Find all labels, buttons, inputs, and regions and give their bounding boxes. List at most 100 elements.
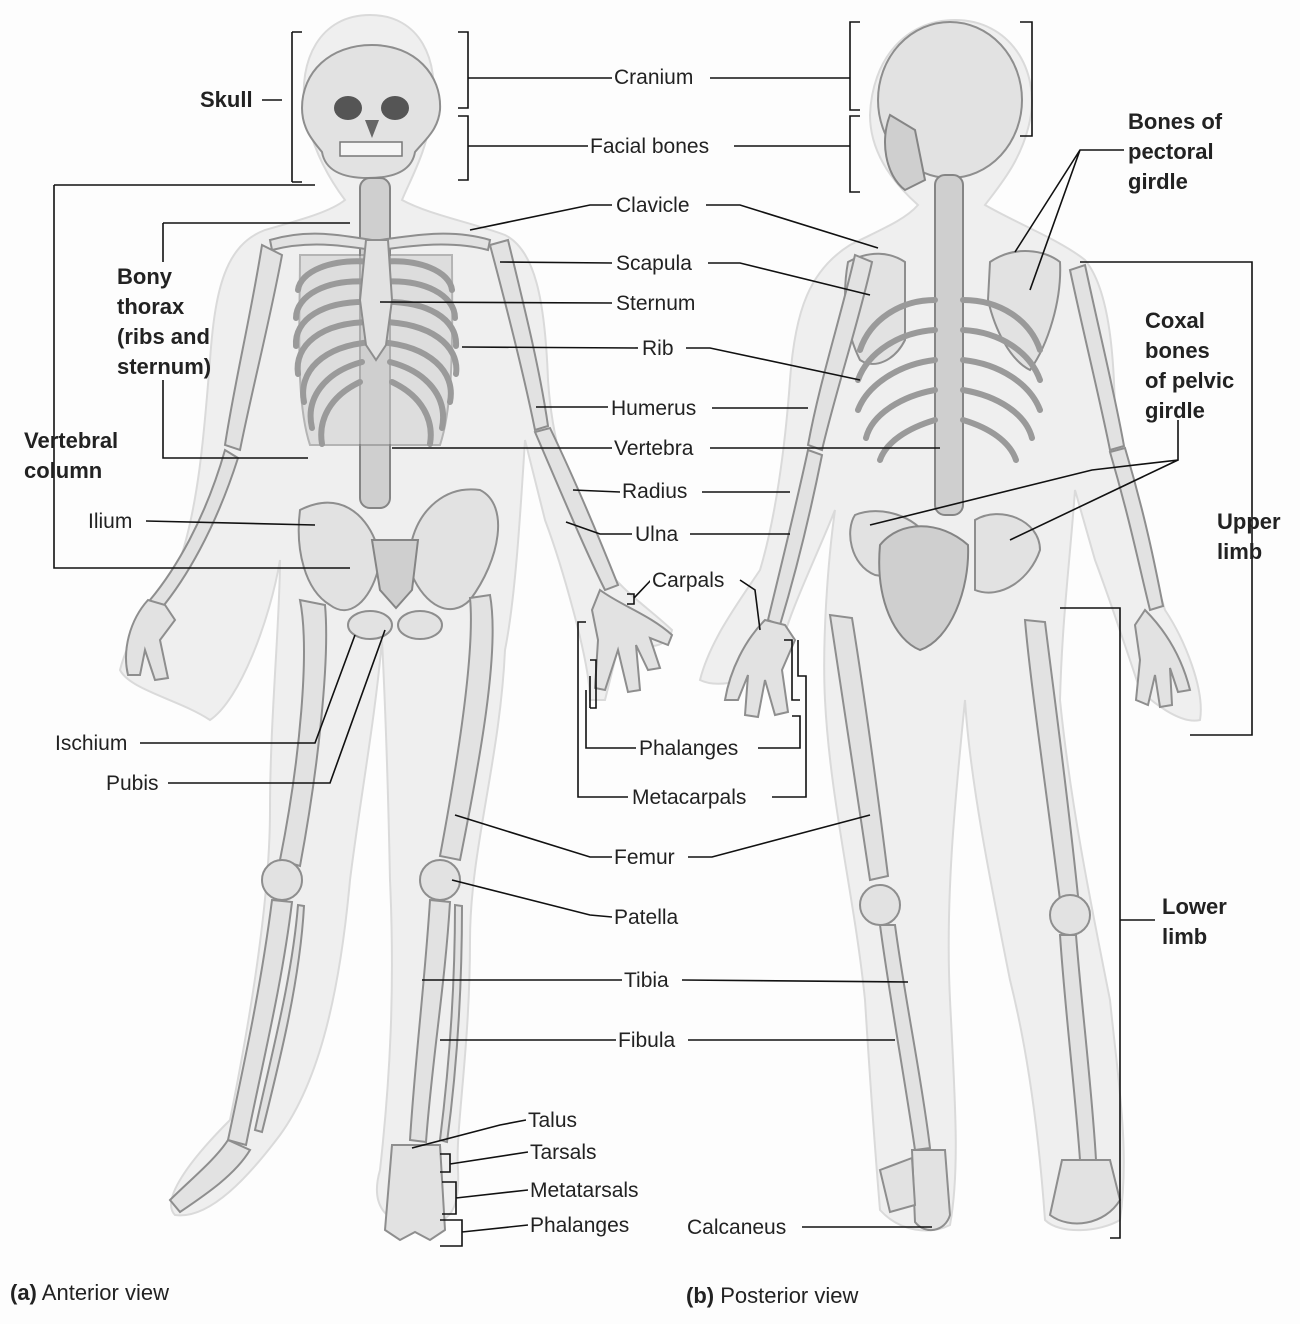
radius-lines xyxy=(572,489,790,493)
label-skull: Skull xyxy=(200,87,253,112)
label-ilium: Ilium xyxy=(86,510,135,533)
label-calcaneus: Calcaneus xyxy=(685,1216,789,1239)
label-talus: Talus xyxy=(526,1109,580,1132)
anterior-forearm-right xyxy=(533,426,620,592)
posterior-sacrum xyxy=(878,525,970,652)
label-metatarsals: Metatarsals xyxy=(528,1179,641,1202)
anterior-tibia-left xyxy=(226,898,294,1147)
anterior-hand-left xyxy=(125,598,177,682)
label-pectoral-girdle: Bones of pectoral girdle xyxy=(1128,109,1223,194)
vertebral-column-bracket xyxy=(53,184,350,569)
posterior-hand-right xyxy=(1133,608,1192,709)
anterior-fibula-right xyxy=(438,903,464,1144)
humerus-lines xyxy=(536,406,808,409)
anterior-ilium-right xyxy=(411,488,500,611)
label-fibula: Fibula xyxy=(616,1029,678,1052)
leader-lines xyxy=(53,21,1253,1247)
label-radius: Radius xyxy=(620,480,690,503)
anterior-eye-socket-right xyxy=(381,96,409,120)
label-tibia: Tibia xyxy=(622,969,671,992)
anterior-pubis-left xyxy=(347,610,393,640)
phalanges-hand-brackets xyxy=(585,639,801,749)
anterior-nasal-cavity xyxy=(365,120,379,138)
label-scapula: Scapula xyxy=(614,252,694,275)
label-sternum: Sternum xyxy=(614,292,698,315)
anterior-humerus-right xyxy=(488,238,550,432)
posterior-knee-left xyxy=(859,884,901,926)
anterior-ribs xyxy=(292,258,460,447)
anterior-patella-left xyxy=(261,859,303,901)
caption-posterior-letter: (b) xyxy=(686,1283,715,1308)
posterior-hand-left xyxy=(723,618,797,719)
anterior-hand-right xyxy=(590,588,674,694)
pubis-line xyxy=(168,629,386,784)
rib-lines xyxy=(461,346,861,381)
label-metacarpals: Metacarpals xyxy=(630,786,749,809)
anterior-eye-socket-left xyxy=(334,96,362,120)
anterior-ilium-left xyxy=(297,501,380,611)
scapula-lines xyxy=(499,261,871,296)
posterior-forearm-right xyxy=(1108,446,1165,612)
facial-bracket-left xyxy=(458,115,590,181)
clavicle-lines xyxy=(469,204,879,249)
posterior-spine xyxy=(934,174,964,516)
tibia-lines xyxy=(422,979,909,983)
posterior-humerus-right xyxy=(1068,263,1126,452)
label-cranium: Cranium xyxy=(612,66,696,89)
label-phalanges-foot: Phalanges xyxy=(528,1214,632,1237)
posterior-skeleton xyxy=(698,18,1202,1232)
phalanges-foot-bracket xyxy=(440,1219,529,1247)
posterior-femur-left xyxy=(828,613,890,882)
skull-bracket xyxy=(262,31,302,183)
patella-line xyxy=(451,879,613,918)
label-pelvic-girdle: Coxal bones of pelvic girdle xyxy=(1145,308,1235,423)
caption-anterior-letter: (a) xyxy=(10,1280,37,1305)
pectoral-girdle-lines xyxy=(1014,149,1124,291)
posterior-ribs xyxy=(855,297,1043,463)
talus-line xyxy=(411,1119,527,1149)
label-phalanges-hand: Phalanges xyxy=(637,737,741,760)
anterior-pubis-right xyxy=(397,610,443,640)
label-clavicle: Clavicle xyxy=(614,194,692,217)
bony-thorax-bracket xyxy=(162,222,350,459)
lower-limb-bracket xyxy=(1060,607,1155,1239)
posterior-jaw xyxy=(884,113,927,192)
anterior-foot-right xyxy=(383,1144,447,1242)
pelvic-girdle-lines xyxy=(869,420,1179,541)
label-ulna: Ulna xyxy=(633,523,681,546)
cranium-bracket-right-2 xyxy=(1020,21,1033,137)
label-femur: Femur xyxy=(612,846,677,869)
ilium-line xyxy=(145,520,316,526)
label-patella: Patella xyxy=(612,906,681,929)
femur-lines xyxy=(454,814,871,858)
anterior-fibula-left xyxy=(253,903,306,1134)
upper-limb-bracket xyxy=(1080,261,1253,736)
posterior-knee-right xyxy=(1049,894,1091,936)
metatarsals-bracket xyxy=(442,1181,529,1215)
tarsals-bracket xyxy=(440,1151,529,1173)
anterior-clavicle-right xyxy=(379,232,492,252)
label-facial-bones: Facial bones xyxy=(588,135,712,158)
label-carpals: Carpals xyxy=(650,569,727,592)
facial-bracket-right xyxy=(734,115,860,193)
ulna-lines xyxy=(565,521,790,535)
anterior-sacrum xyxy=(370,539,420,610)
anterior-femur-right xyxy=(438,593,494,862)
posterior-foot-left-toes xyxy=(878,1156,917,1214)
anterior-sternum xyxy=(358,239,394,362)
label-pubis: Pubis xyxy=(104,772,161,795)
label-lower-limb: Lower limb xyxy=(1162,894,1227,949)
anterior-skeleton xyxy=(118,13,674,1242)
anterior-foot-left xyxy=(168,1138,252,1214)
label-vertebra: Vertebra xyxy=(612,437,696,460)
metacarpals-brackets xyxy=(577,621,807,798)
caption-posterior: (b) Posterior view xyxy=(686,1283,858,1309)
cranium-bracket-left xyxy=(458,31,612,109)
label-ischium: Ischium xyxy=(53,732,130,755)
caption-anterior-text: Anterior view xyxy=(41,1280,169,1305)
label-rib: Rib xyxy=(640,337,676,360)
label-humerus: Humerus xyxy=(609,397,699,420)
carpals-lines xyxy=(627,578,761,631)
anterior-body-silhouette xyxy=(118,13,674,1227)
